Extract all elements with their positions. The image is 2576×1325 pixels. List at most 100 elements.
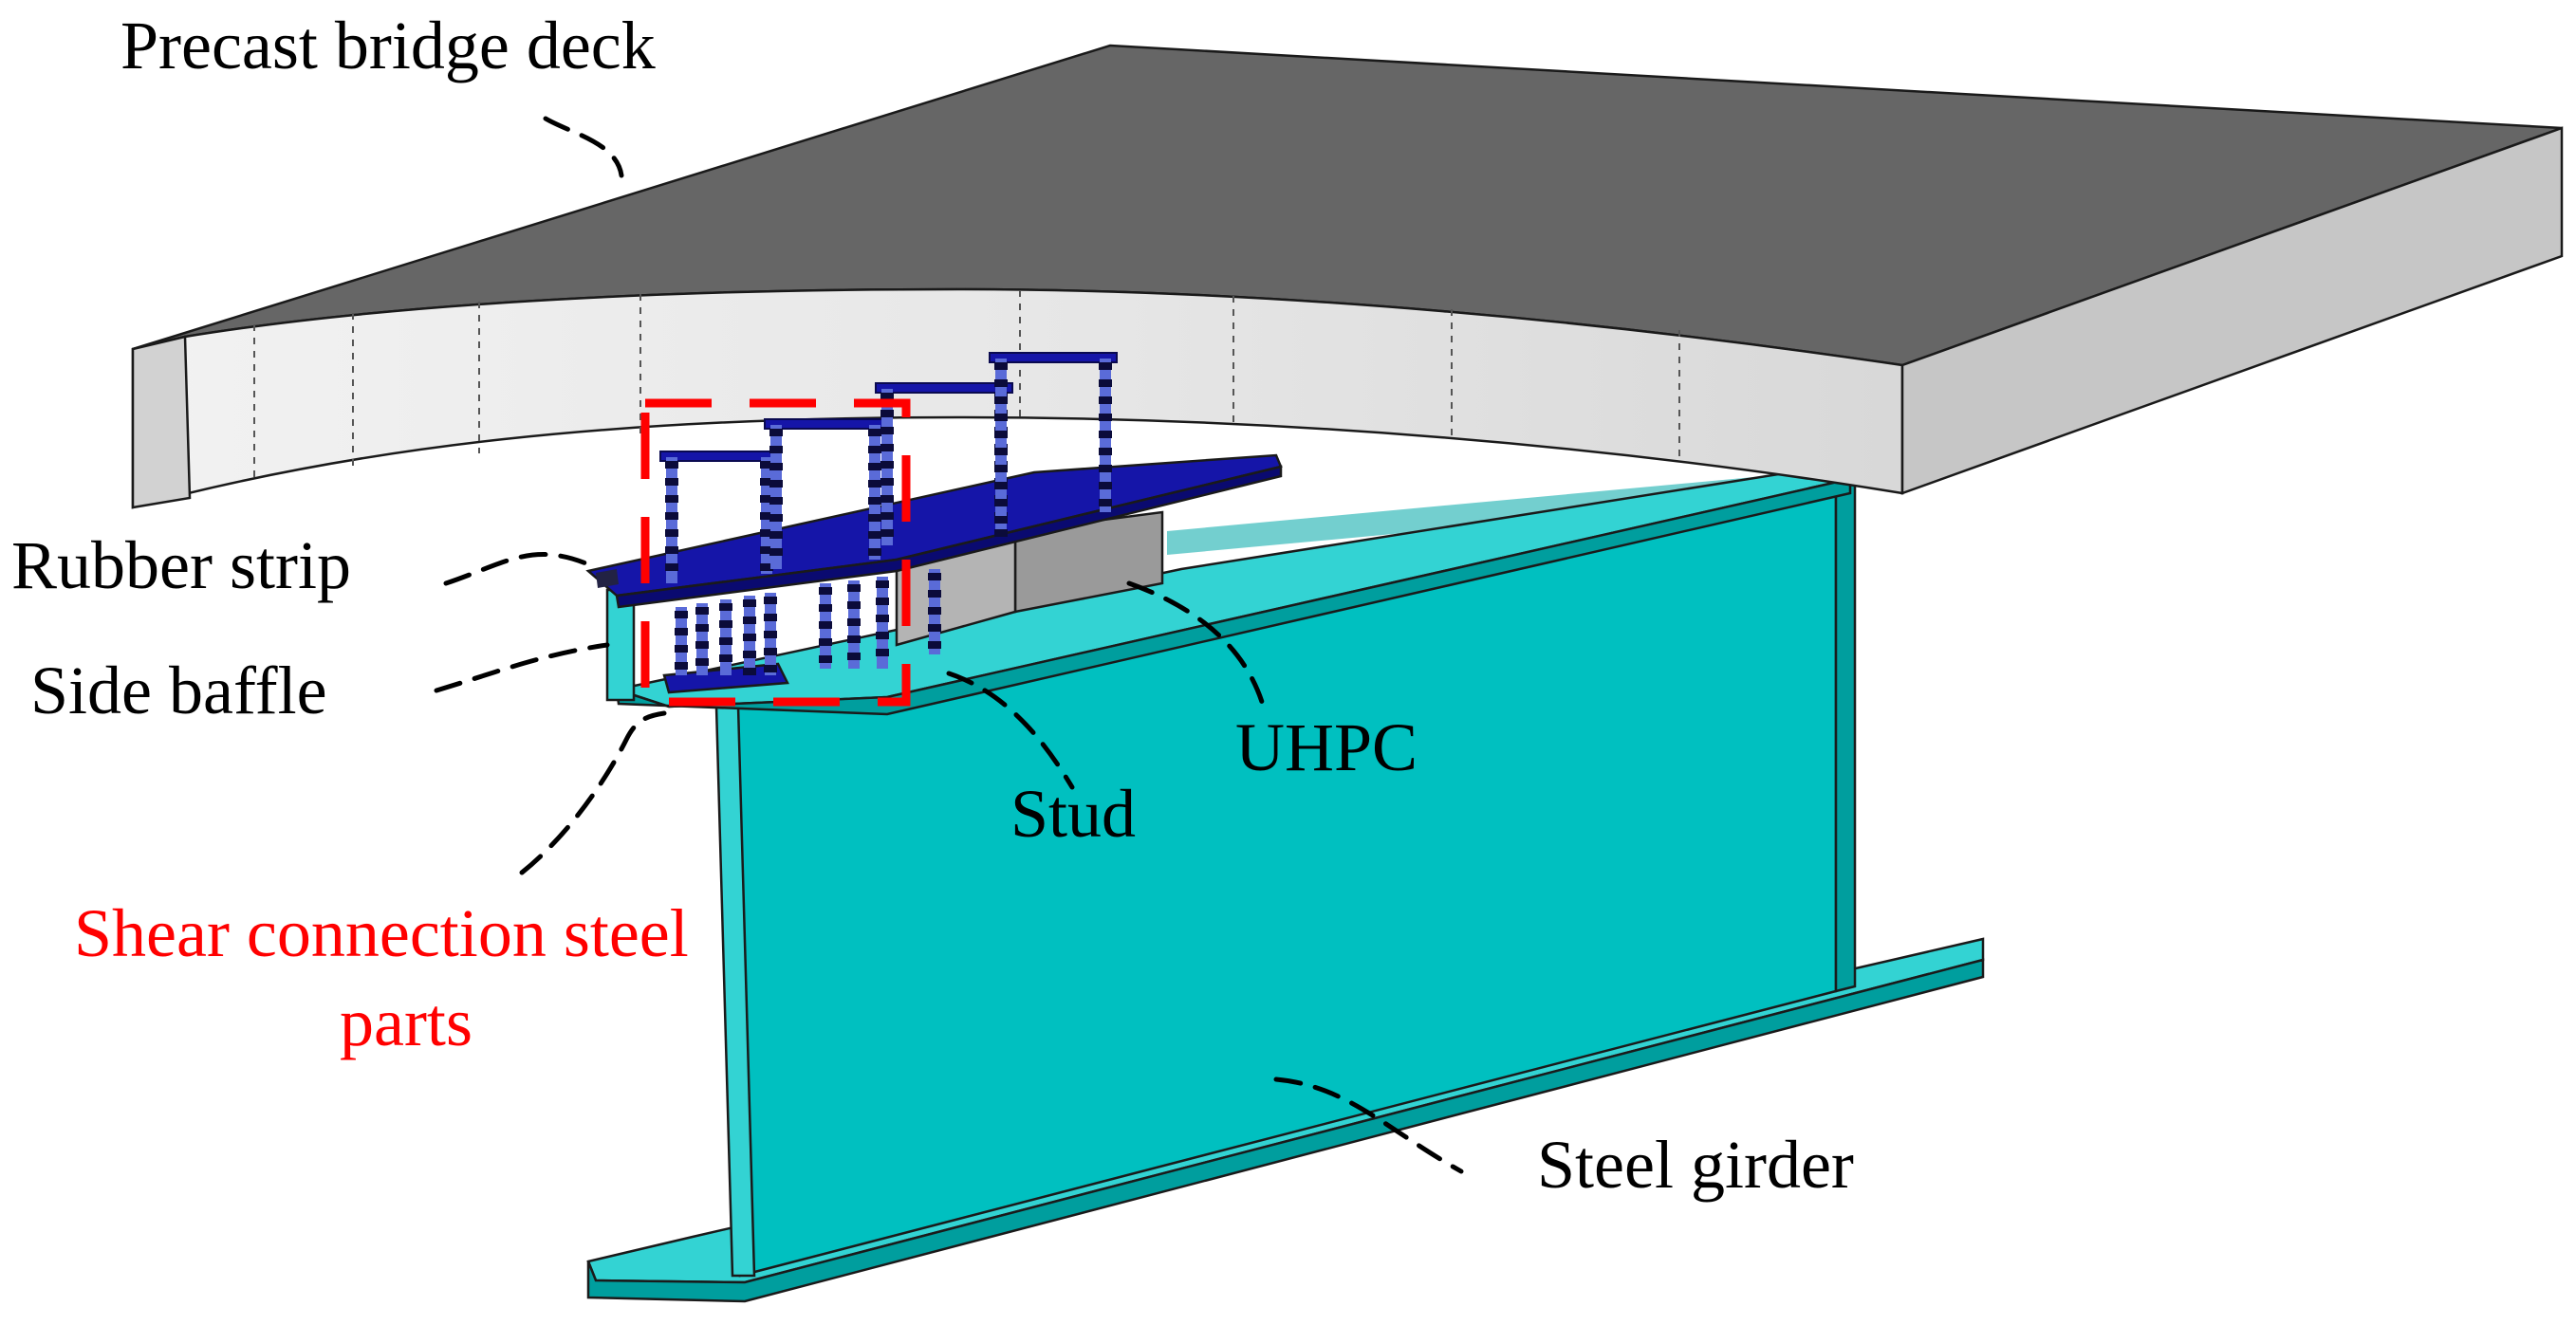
stud-band (847, 635, 861, 643)
label-rubber-strip: Rubber strip (11, 527, 351, 603)
stud-band (880, 444, 894, 451)
shear-connection-highlight-box (640, 398, 911, 707)
stud-band (994, 529, 1008, 537)
stud-band (760, 495, 773, 503)
stud-band (868, 463, 881, 470)
stud-band (994, 465, 1008, 472)
girder-web-end (1834, 465, 1857, 993)
stud-band (928, 573, 941, 580)
stud-band (743, 599, 756, 607)
stud-band (1099, 396, 1112, 404)
stud-band (675, 611, 688, 618)
stud-band (819, 638, 832, 646)
stud-lower-9 (928, 569, 941, 654)
stud-upper-left-2 (769, 425, 783, 569)
stud-band (928, 624, 941, 632)
precast-bridge-deck (131, 44, 2564, 509)
stud-band (880, 512, 894, 520)
stud-band (819, 655, 832, 663)
stud-band (1099, 414, 1112, 421)
stud-band (868, 514, 881, 522)
stud-band (769, 497, 783, 505)
label-stud: Stud (1010, 776, 1136, 852)
stud-band (769, 463, 783, 470)
stud-band (994, 362, 1008, 370)
girder-bottom-flange-edge (586, 958, 1985, 1303)
stud-band (760, 512, 773, 520)
stud-band (743, 616, 756, 624)
stud-band (880, 461, 894, 469)
stud-band (928, 607, 941, 615)
uhpc-leader-line (1126, 580, 1265, 705)
stud-band (1099, 499, 1112, 506)
stud-band (868, 548, 881, 556)
stud-upper-right-4 (1099, 359, 1112, 512)
stud-band (760, 529, 773, 537)
stud-band (880, 478, 894, 486)
stud-band (764, 665, 777, 672)
stud-band (760, 461, 773, 469)
stud-band (743, 668, 756, 675)
stud-band (994, 482, 1008, 489)
stud-band (880, 427, 894, 434)
stud-band (675, 628, 688, 635)
stud-band (695, 658, 709, 666)
stud-band (868, 429, 881, 436)
stud-lower-5 (764, 593, 777, 675)
deck-right-side (1900, 126, 2564, 495)
stud-band (769, 429, 783, 436)
stud-band (665, 529, 678, 537)
stud-band (719, 620, 732, 628)
label-shear-connection-line1: Shear connection steel (74, 895, 689, 971)
stud-band (994, 379, 1008, 387)
studs-group (675, 569, 941, 675)
stud-band (719, 654, 732, 662)
stud-band (880, 529, 894, 537)
stud-band (743, 634, 756, 641)
stud-band (665, 563, 678, 571)
stud-band (994, 448, 1008, 455)
side-baffle-leader-line (434, 642, 610, 693)
stud-shaft (696, 603, 708, 675)
stud-band (665, 478, 678, 486)
stud-band (769, 446, 783, 453)
stud-band (764, 648, 777, 655)
stud-band (760, 478, 773, 486)
stud-lower-2 (695, 603, 709, 675)
stud-band (764, 597, 777, 604)
stud-band (1099, 448, 1112, 455)
stud-band (675, 662, 688, 670)
stud-band (868, 480, 881, 488)
stud-band (764, 631, 777, 638)
rubber-strip (596, 569, 619, 588)
steel-girder-leader-line (1273, 1077, 1464, 1174)
stud-band (769, 531, 783, 539)
deck-left-face (131, 335, 192, 509)
stud-band (847, 618, 861, 626)
stud-band (928, 590, 941, 598)
stud-band (1099, 465, 1112, 472)
stud-lower-4 (743, 596, 756, 675)
stud-band (760, 563, 773, 571)
stud-band (1099, 482, 1112, 489)
stud-head-1 (659, 451, 779, 462)
stud-band (994, 516, 1008, 524)
stud-band (994, 499, 1008, 506)
stud-band (880, 393, 894, 400)
stud-band (868, 446, 881, 453)
stud-lower-8 (876, 577, 889, 669)
stud-head-3 (875, 382, 1013, 394)
stud-band (1099, 362, 1112, 370)
rubber-strip-leader-line (443, 552, 591, 586)
stud-head-2 (764, 418, 887, 430)
label-steel-girder: Steel girder (1537, 1127, 1854, 1203)
stud-band (665, 461, 678, 469)
stud-upper-right-2 (868, 425, 881, 560)
stud-band (868, 531, 881, 539)
stud-band (876, 598, 889, 605)
stud-band (665, 495, 678, 503)
label-shear-connection-line2: parts (340, 985, 473, 1060)
label-precast-bridge-deck: Precast bridge deck (120, 8, 656, 83)
deck-seams (253, 290, 1680, 482)
